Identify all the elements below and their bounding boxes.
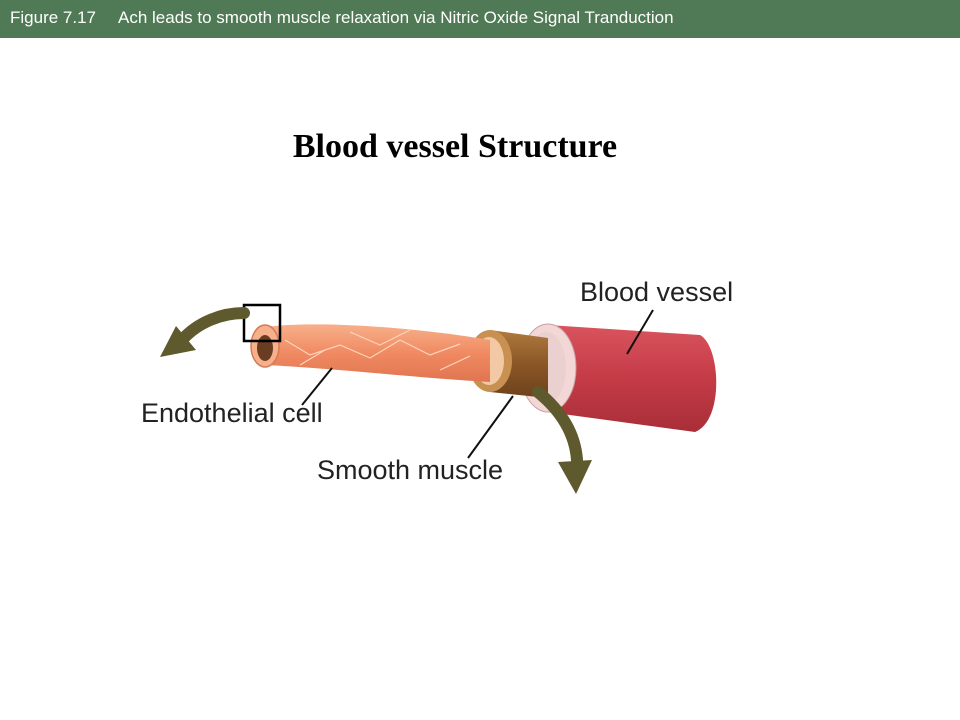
left-curved-arrow <box>160 307 250 357</box>
leader-line-endothelial <box>301 367 333 406</box>
figure-caption-line: Figure 7.17 Ach leads to smooth muscle re… <box>10 8 674 28</box>
label-blood-vessel: Blood vessel <box>580 277 734 307</box>
label-smooth-muscle: Smooth muscle <box>317 455 504 485</box>
outer-vessel-layer <box>519 323 717 432</box>
endothelial-layer <box>250 324 490 382</box>
leader-line-smooth-muscle <box>467 395 514 459</box>
right-curved-arrow <box>532 386 592 494</box>
label-endothelial-cell: Endothelial cell <box>141 398 323 428</box>
leader-line-blood-vessel <box>626 309 654 355</box>
highlight-box <box>242 303 282 343</box>
figure-header-bar: Figure 7.17 Ach leads to smooth muscle re… <box>0 0 960 38</box>
figure-number: Figure 7.17 <box>10 8 96 27</box>
slide-title: Blood vessel Structure <box>292 128 618 165</box>
figure-caption: Ach leads to smooth muscle relaxation vi… <box>118 8 674 27</box>
